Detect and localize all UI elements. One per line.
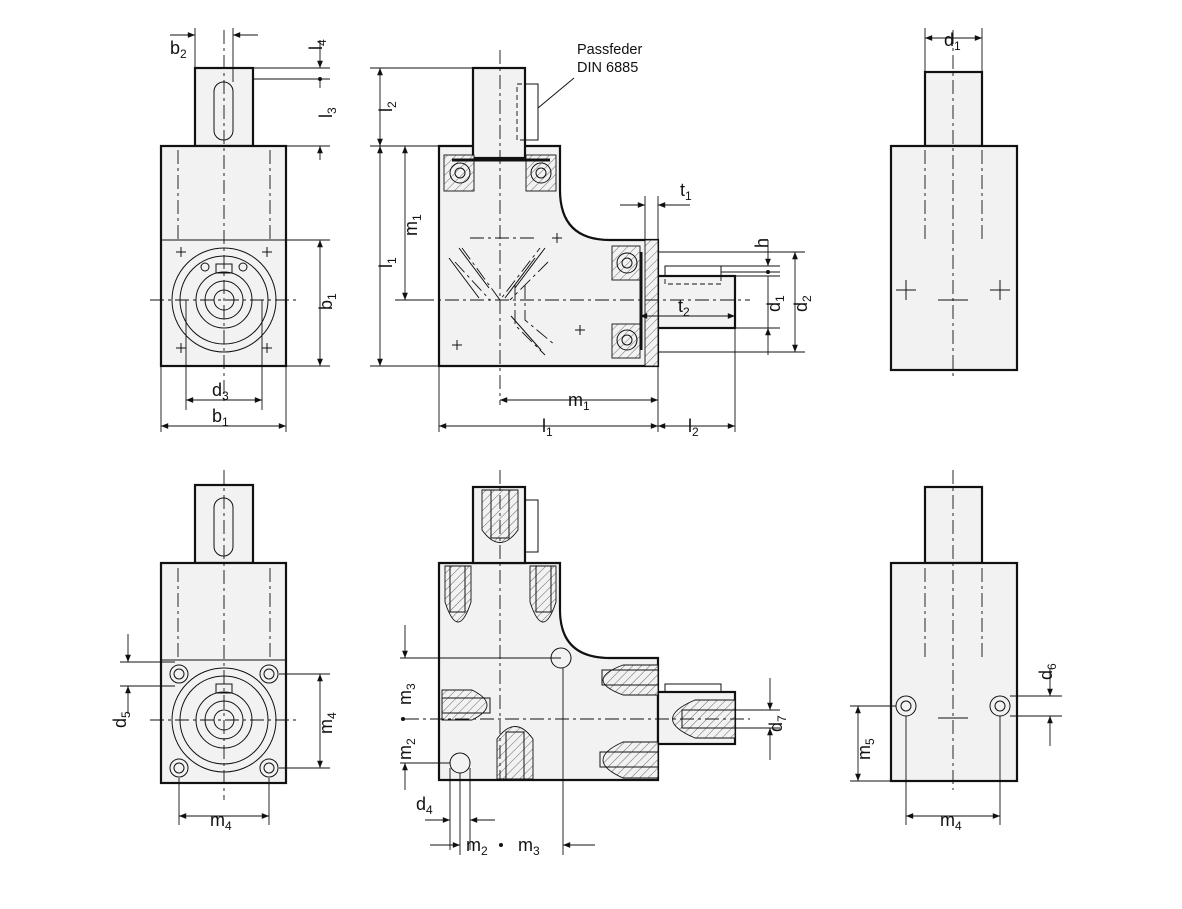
dim-m1-horizontal: m1 [568,390,590,413]
dim-t2: t2 [678,296,690,319]
dim-m4-bottom-right: m4 [940,810,962,833]
dim-l2-horizontal: l2 [688,416,699,439]
dim-h: h [752,238,772,248]
dim-m1-vertical: m1 [401,214,424,236]
view-side-bottom: d6 m5 m4 [850,470,1062,833]
dim-d4: d4 [416,794,433,817]
dim-m2-horizontal: m2 [466,835,488,858]
dim-d3: d3 [212,380,229,403]
view-side-top: d1 [889,28,1019,380]
dim-m4-vertical: m4 [316,712,339,734]
dim-m5: m5 [854,738,877,760]
note-line-1: Passfeder [577,42,642,58]
view-section-top: Passfeder DIN 6885 l2 l1 m1 m1 l1 l2 t1 … [370,42,814,439]
view-front-top: b2 l4 l3 b1 d3 b1 [150,28,339,432]
dim-l4: l4 [306,39,329,50]
view-mounting-bottom: m3 m2 d4 m2 m3 d7 [395,470,789,858]
dim-b1-vertical: b1 [316,293,339,310]
dim-d6: d6 [1036,663,1059,680]
dim-b2: b2 [170,38,187,61]
dim-d1-top: d1 [944,30,961,53]
dim-m3-vertical: m3 [395,683,418,705]
dim-l1-vertical: l1 [376,257,399,268]
note-line-2: DIN 6885 [577,60,638,76]
dim-d2: d2 [791,295,814,312]
dim-l2-vertical: l2 [376,101,399,112]
dim-m3-horizontal: m3 [518,835,540,858]
dim-m2-vertical: m2 [395,738,418,760]
dim-l1-horizontal: l1 [542,416,553,439]
dim-l3: l3 [316,107,339,118]
dim-b1-horizontal: b1 [212,406,229,429]
view-front-bottom: d5 m4 m4 [110,470,339,833]
dim-t1: t1 [680,180,692,203]
dim-d1-shaft: d1 [764,295,787,312]
dim-d7: d7 [766,715,789,732]
dim-m4-bottom-left: m4 [210,810,232,833]
dim-d5: d5 [110,711,133,728]
